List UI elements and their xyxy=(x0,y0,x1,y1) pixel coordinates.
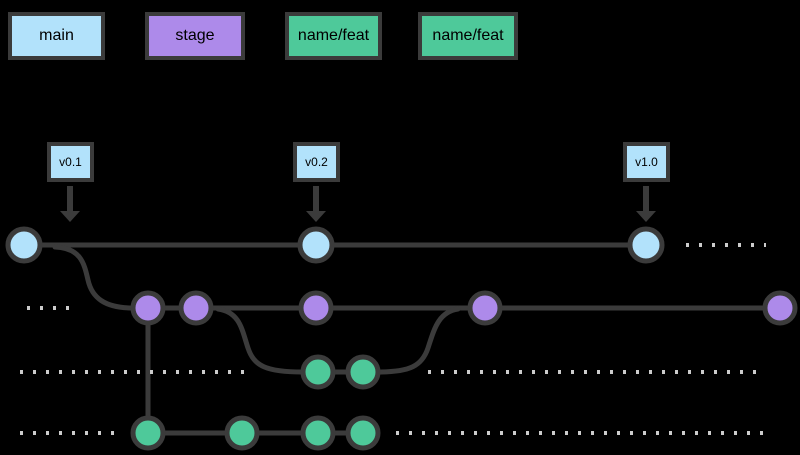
edge-stage-to-feature-a xyxy=(215,306,306,375)
version-tag-label: v0.2 xyxy=(305,155,328,169)
tag-arrow-head-v1.0 xyxy=(636,211,656,222)
commit-node[interactable] xyxy=(130,415,166,451)
version-tag-label: v0.1 xyxy=(59,155,82,169)
solid-edge-layer xyxy=(37,242,768,436)
legend-item-name-feat[interactable]: name/feat xyxy=(285,12,382,60)
version-tag-v1.0[interactable]: v1.0 xyxy=(623,142,670,182)
dotted-edge-layer xyxy=(20,243,766,435)
version-tag-v0.1[interactable]: v0.1 xyxy=(47,142,94,182)
tag-arrow-head-v0.1 xyxy=(60,211,80,222)
legend-item-main[interactable]: main xyxy=(8,12,105,60)
edge-feature-a-merge xyxy=(375,306,461,375)
legend-item-label: name/feat xyxy=(432,27,504,44)
edge-main-to-stage xyxy=(52,244,136,311)
commit-node[interactable] xyxy=(297,226,335,264)
commit-node[interactable] xyxy=(300,354,336,390)
version-tag-v0.2[interactable]: v0.2 xyxy=(293,142,340,182)
commit-node[interactable] xyxy=(130,290,166,326)
commit-node-layer xyxy=(5,226,798,451)
commit-node[interactable] xyxy=(298,290,334,326)
tag-arrow-layer xyxy=(60,186,656,222)
legend-item-stage[interactable]: stage xyxy=(145,12,245,60)
commit-node[interactable] xyxy=(345,415,381,451)
commit-node[interactable] xyxy=(762,290,798,326)
commit-node[interactable] xyxy=(467,290,503,326)
legend-item-name-feat[interactable]: name/feat xyxy=(418,12,518,60)
commit-node[interactable] xyxy=(224,415,260,451)
commit-node[interactable] xyxy=(178,290,214,326)
legend-item-label: stage xyxy=(175,27,215,44)
commit-node[interactable] xyxy=(627,226,665,264)
commit-node[interactable] xyxy=(5,226,43,264)
legend-item-label: name/feat xyxy=(297,27,370,44)
commit-node[interactable] xyxy=(300,415,336,451)
tag-arrow-head-v0.2 xyxy=(306,211,326,222)
legend-item-label: main xyxy=(39,27,74,44)
version-tag-label: v1.0 xyxy=(635,155,658,169)
commit-node[interactable] xyxy=(345,354,381,390)
